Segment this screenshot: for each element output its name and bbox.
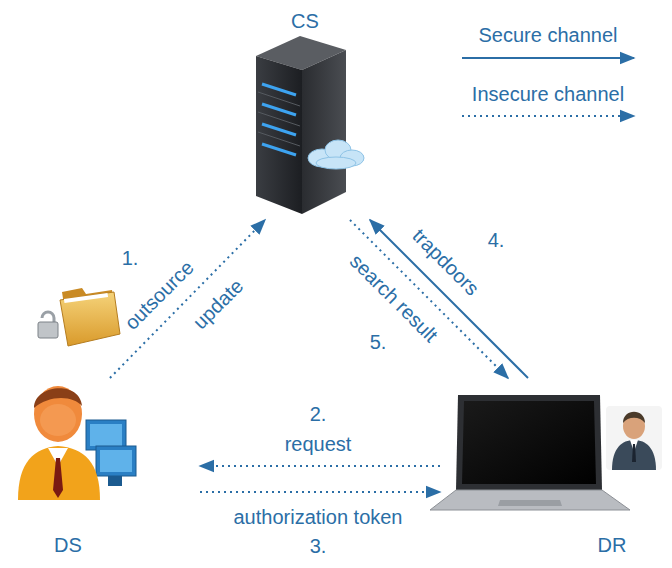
user-node: DR — [440, 378, 668, 562]
step-number: 3. — [310, 535, 327, 557]
node-label: DS — [54, 534, 82, 556]
insecure-channel-arrow — [350, 220, 508, 378]
laptop-icon — [430, 395, 630, 510]
insecure-channel-arrow — [200, 491, 440, 493]
edge-label: update — [189, 275, 248, 334]
server-icon — [256, 36, 364, 214]
step-number: 4. — [488, 229, 505, 251]
edge-label: search result — [346, 250, 443, 347]
edge-label: request — [285, 433, 352, 455]
owner-node: DS — [8, 378, 200, 562]
legend-text: Secure channel — [479, 24, 618, 46]
edge-label: authorization token — [233, 506, 402, 528]
legend-dotted-sample — [462, 115, 634, 117]
step-number: 1. — [122, 247, 139, 269]
insecure-channel-arrow — [200, 465, 440, 467]
user-icon — [18, 386, 136, 500]
server-node: CS — [240, 4, 370, 220]
user-avatar — [606, 406, 662, 470]
legend-solid-sample — [462, 57, 634, 59]
node-label: DR — [598, 534, 627, 556]
insecure-channel-arrow — [110, 220, 265, 378]
folder-icon — [38, 288, 120, 346]
step-number: 5. — [370, 331, 387, 353]
node-label: CS — [291, 10, 319, 32]
legend-text: Insecure channel — [472, 83, 624, 105]
step-number: 2. — [310, 403, 327, 425]
